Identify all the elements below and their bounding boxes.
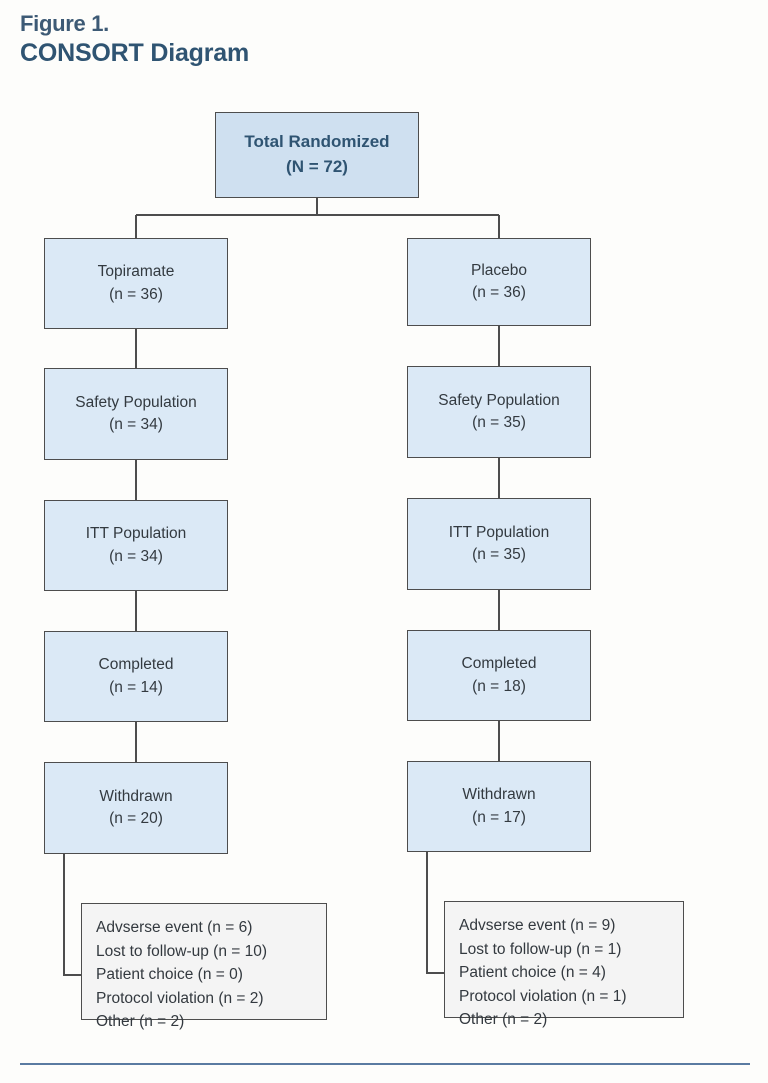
node-line-primary: Safety Population [75,393,197,411]
figure-title-block: Figure 1. CONSORT Diagram [20,12,620,69]
node-line-count: (N = 72) [286,157,348,176]
node-line-primary: ITT Population [85,525,187,543]
node-line-count: (n = 34) [109,416,163,433]
node-line-count: (n = 36) [472,284,526,301]
withdrawal-reason-item: Other (n = 2) [96,1013,185,1031]
withdrawal-reason-item: Lost to follow-up (n = 10) [96,942,268,960]
node-placebo-withdrawn[interactable]: Withdrawn (n = 17) [407,761,591,852]
figure-label: Figure 1. [20,11,109,36]
node-line-count: (n = 18) [472,677,526,695]
node-line-count: (n = 20) [109,810,163,827]
withdrawal-reason-item: Advserse event (n = 6) [96,919,253,936]
node-topiramate-safety-population[interactable]: Safety Population (n = 34) [44,368,228,460]
node-line-count: (n = 35) [472,414,526,431]
node-line-primary: Completed [461,655,537,673]
node-line-count: (n = 35) [472,546,526,563]
node-line-count: (n = 36) [109,285,163,303]
withdrawal-reason-item: Protocol violation (n = 1) [459,987,627,1005]
node-total-randomized[interactable]: Total Randomized (N = 72) [215,112,419,198]
withdrawal-reason-item: Patient choice (n = 0) [96,966,243,984]
node-placebo-safety-population[interactable]: Safety Population (n = 35) [407,366,591,458]
node-line-primary: ITT Population [448,523,550,541]
node-line-count: (n = 14) [109,678,163,696]
node-topiramate-itt-population[interactable]: ITT Population (n = 34) [44,500,228,591]
node-placebo[interactable]: Placebo (n = 36) [407,238,591,326]
withdrawal-reason-item: Protocol violation (n = 2) [96,989,264,1007]
node-topiramate-completed[interactable]: Completed (n = 14) [44,631,228,722]
withdrawal-reason-item: Other (n = 2) [459,1011,548,1029]
node-placebo-completed[interactable]: Completed (n = 18) [407,630,591,721]
withdrawal-reason-item: Lost to follow-up (n = 1) [459,940,622,958]
node-line-primary: Withdrawn [462,786,536,804]
withdrawal-reason-item: Patient choice (n = 4) [459,964,606,982]
connector-left-elbow [63,854,81,976]
node-placebo-itt-population[interactable]: ITT Population (n = 35) [407,498,591,590]
node-line-primary: Withdrawn [99,787,173,805]
connector-right-elbow [426,852,444,974]
node-topiramate-withdrawal-reasons[interactable]: Advserse event (n = 6) Lost to follow-up… [81,903,327,1030]
node-placebo-withdrawal-reasons[interactable]: Advserse event (n = 9) Lost to follow-up… [444,901,684,1028]
withdrawal-reason-item: Advserse event (n = 9) [459,917,616,934]
node-line-count: (n = 34) [109,547,163,565]
footer-divider [20,1063,750,1065]
node-topiramate[interactable]: Topiramate (n = 36) [44,238,228,329]
node-line-primary: Placebo [470,261,527,279]
node-line-primary: Topiramate [97,263,175,281]
page-title: CONSORT Diagram [20,39,249,68]
node-topiramate-withdrawn[interactable]: Withdrawn (n = 20) [44,762,228,854]
node-line-primary: Safety Population [438,391,560,409]
node-line-primary: Completed [98,656,174,674]
node-line-count: (n = 17) [472,808,526,826]
node-line-primary: Total Randomized [244,132,390,152]
